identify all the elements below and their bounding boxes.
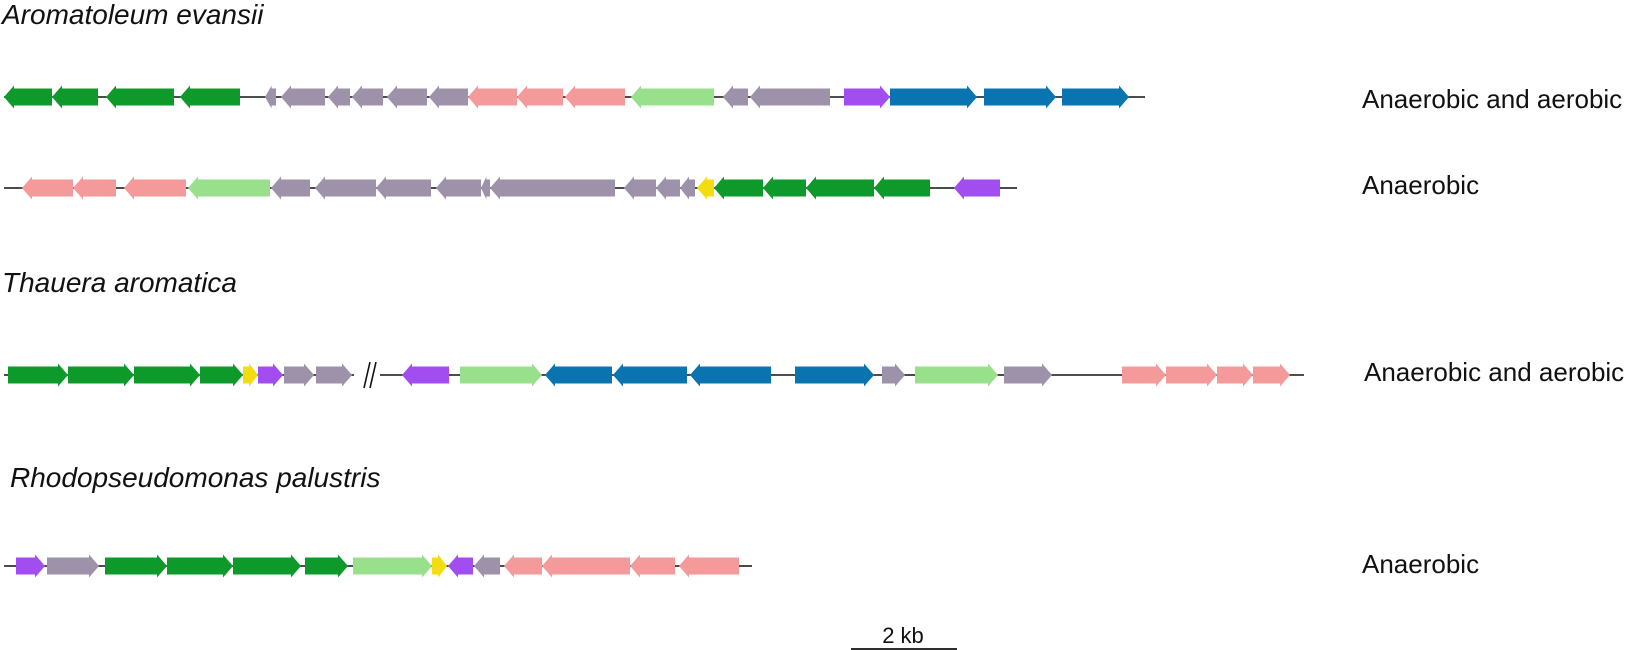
condition-label-cluster-3: Anaerobic and aerobic bbox=[1364, 357, 1624, 387]
condition-label-cluster-4: Anaerobic bbox=[1362, 549, 1479, 579]
gene-arrow-green bbox=[167, 554, 233, 578]
gene-arrow-blue bbox=[1062, 85, 1129, 109]
gene-arrow-grey bbox=[680, 176, 695, 200]
gene-arrow-lightgreen bbox=[353, 554, 432, 578]
gene-arrow-pink bbox=[679, 554, 739, 578]
gene-arrow-pink bbox=[1217, 363, 1253, 387]
gene-arrow-green bbox=[4, 85, 52, 109]
gene-arrow-purple bbox=[258, 363, 283, 387]
gene-arrow-grey bbox=[882, 363, 905, 387]
gene-arrow-lightgreen bbox=[188, 176, 270, 200]
gene-arrow-lightgreen bbox=[915, 363, 998, 387]
gene-arrow-yellow bbox=[243, 363, 258, 387]
gene-arrow-purple bbox=[16, 554, 45, 578]
gene-arrow-green bbox=[763, 176, 806, 200]
gene-arrow-green bbox=[8, 363, 68, 387]
gene-arrow-grey bbox=[352, 85, 383, 109]
gene-arrow-pink bbox=[1122, 363, 1166, 387]
organism-title-thauera: Thauera aromatica bbox=[2, 267, 237, 298]
gene-arrow-grey bbox=[265, 85, 276, 109]
gene-arrow-grey bbox=[281, 85, 325, 109]
gene-arrow-green bbox=[305, 554, 348, 578]
organism-title-rhodopseudomonas: Rhodopseudomonas palustris bbox=[10, 462, 380, 493]
gene-arrow-lightgreen bbox=[460, 363, 542, 387]
gene-arrow-grey bbox=[328, 85, 350, 109]
gene-arrow-green bbox=[68, 363, 134, 387]
gene-arrow-grey bbox=[474, 554, 500, 578]
gene-arrow-pink bbox=[73, 176, 116, 200]
gene-arrow-blue bbox=[545, 363, 612, 387]
gene-arrow-yellow bbox=[432, 554, 447, 578]
gene-arrow-pink bbox=[1253, 363, 1290, 387]
gene-arrow-blue bbox=[890, 85, 977, 109]
gene-arrow-green bbox=[180, 85, 240, 109]
break-mark-icon bbox=[363, 361, 377, 389]
gene-arrow-green bbox=[105, 554, 167, 578]
gene-arrow-pink bbox=[542, 554, 630, 578]
gene-arrow-grey bbox=[376, 176, 431, 200]
gene-arrow-pink bbox=[468, 85, 517, 109]
gene-arrow-purple bbox=[954, 176, 1000, 200]
gene-arrow-grey bbox=[284, 363, 314, 387]
gene-arrow-pink bbox=[504, 554, 542, 578]
gene-arrow-grey bbox=[316, 363, 352, 387]
gene-arrow-grey bbox=[723, 85, 748, 109]
gene-arrow-lightgreen bbox=[631, 85, 714, 109]
gene-arrow-grey bbox=[1004, 363, 1052, 387]
condition-label-cluster-1: Anaerobic and aerobic bbox=[1362, 84, 1622, 114]
gene-arrow-pink bbox=[22, 176, 73, 200]
gene-arrow-green bbox=[806, 176, 874, 200]
gene-arrow-blue bbox=[690, 363, 771, 387]
gene-arrow-grey bbox=[481, 176, 490, 200]
gene-arrow-grey bbox=[47, 554, 99, 578]
gene-arrow-green bbox=[874, 176, 930, 200]
gene-arrow-purple bbox=[402, 363, 449, 387]
gene-arrow-blue bbox=[984, 85, 1056, 109]
scale-bar-label: 2 kb bbox=[882, 623, 924, 648]
gene-arrow-yellow bbox=[697, 176, 714, 200]
gene-arrow-pink bbox=[630, 554, 675, 578]
gene-arrow-pink bbox=[1166, 363, 1217, 387]
gene-arrow-grey bbox=[490, 176, 615, 200]
gene-arrow-purple bbox=[844, 85, 890, 109]
gene-arrow-blue bbox=[795, 363, 874, 387]
gene-arrow-green bbox=[714, 176, 763, 200]
gene-arrow-green bbox=[134, 363, 200, 387]
gene-arrow-green bbox=[52, 85, 98, 109]
gene-arrow-pink bbox=[124, 176, 186, 200]
gene-arrow-purple bbox=[448, 554, 473, 578]
gene-arrow-green bbox=[106, 85, 174, 109]
gene-arrow-grey bbox=[315, 176, 376, 200]
condition-label-cluster-2: Anaerobic bbox=[1362, 170, 1479, 200]
organism-title-aromatoleum: Aromatoleum evansii bbox=[0, 0, 264, 30]
gene-arrow-pink bbox=[565, 85, 625, 109]
gene-arrow-green bbox=[233, 554, 301, 578]
gene-arrow-pink bbox=[517, 85, 563, 109]
gene-arrow-grey bbox=[387, 85, 427, 109]
gene-arrow-grey bbox=[656, 176, 680, 200]
gene-arrow-grey bbox=[624, 176, 656, 200]
gene-arrow-grey bbox=[750, 85, 830, 109]
gene-arrow-green bbox=[200, 363, 243, 387]
gene-arrow-grey bbox=[429, 85, 468, 109]
gene-arrow-grey bbox=[271, 176, 310, 200]
gene-arrow-blue bbox=[613, 363, 687, 387]
gene-arrow-grey bbox=[436, 176, 481, 200]
